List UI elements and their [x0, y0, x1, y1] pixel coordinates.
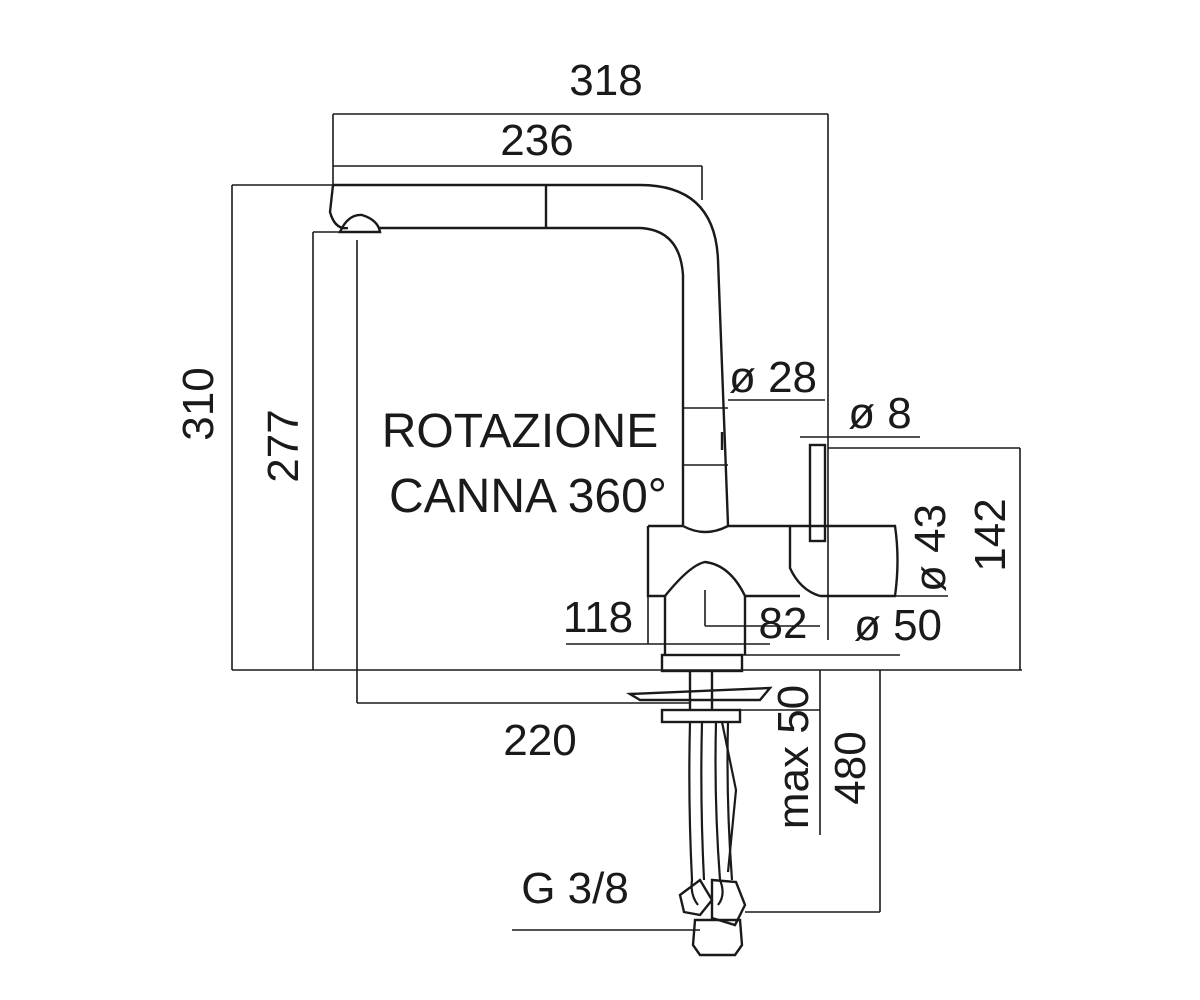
body-height-label: 118 — [563, 593, 633, 642]
spout-diameter-label: ø 28 — [729, 353, 817, 402]
spout-tip — [328, 184, 349, 230]
lever-joint — [788, 526, 821, 598]
connection-thread-label: G 3/8 — [521, 864, 629, 913]
body-offset-label: 82 — [759, 599, 808, 648]
base-diameter-label: ø 50 — [854, 601, 942, 650]
rotation-note: ROTAZIONE CANNA 360° — [382, 405, 667, 523]
faucet-outline — [328, 183, 899, 957]
rotation-note-line1: ROTAZIONE — [382, 405, 658, 458]
handle-diameter-label: ø 8 — [848, 389, 912, 438]
hose-right-inner — [726, 721, 734, 881]
lever-handle — [808, 443, 827, 543]
hose-fittings — [678, 878, 747, 927]
mount-thickness-label: max 50 — [769, 685, 818, 829]
connection-nut — [691, 918, 744, 957]
aerator — [338, 213, 382, 234]
mounting-nut — [660, 708, 742, 724]
base-ring — [660, 653, 744, 673]
lever-height-label: 142 — [966, 498, 1015, 571]
body-diameter-label: ø 43 — [906, 504, 955, 592]
spout-reach-label: 220 — [503, 716, 576, 765]
spout-height-label: 277 — [259, 409, 308, 482]
spout-reach-top-label: 236 — [500, 116, 573, 165]
dimension-lines — [231, 113, 1022, 931]
spout-outline — [333, 183, 730, 526]
spout-inner-outline — [378, 226, 685, 525]
mixer-body — [648, 524, 899, 598]
mixer-body-left — [646, 526, 665, 598]
rotation-note-line2: CANNA 360° — [389, 470, 667, 523]
overall-height-label: 310 — [174, 367, 223, 440]
hose-left — [688, 721, 699, 906]
hose-center — [720, 721, 738, 873]
dimension-labels: 318 236 310 277 220 ø 28 ø 8 ø 43 142 11… — [174, 56, 1015, 913]
hose-left-inner — [700, 721, 706, 881]
hose-length-label: 480 — [826, 731, 875, 804]
hose-right — [714, 721, 724, 906]
mounting-washer — [625, 686, 773, 702]
mixer-body-arch — [664, 560, 800, 598]
overall-width-label: 318 — [569, 56, 642, 105]
